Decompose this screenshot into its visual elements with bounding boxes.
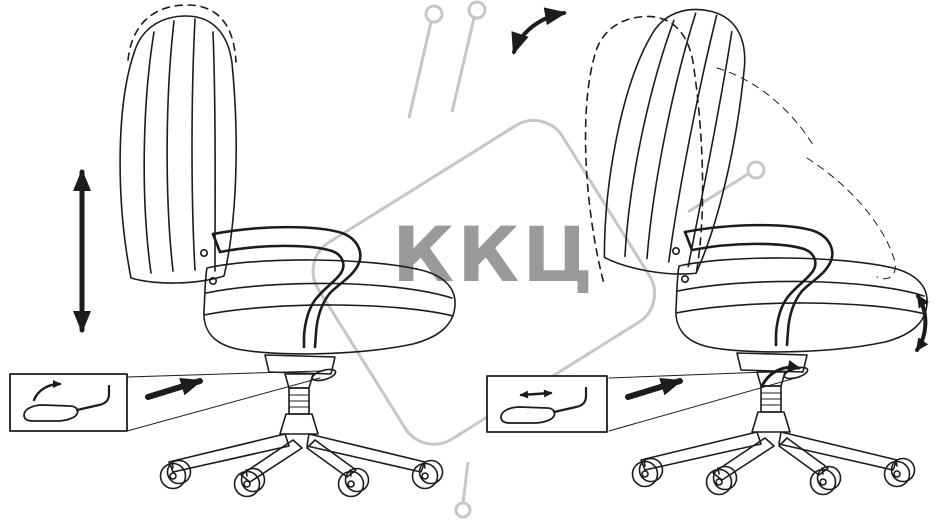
watermark-circle [746,160,766,180]
right-chair-body [633,225,928,494]
right-callout [608,370,793,432]
rock-tilt-arrow-icon [511,7,567,55]
left-callout [126,370,321,432]
right-chair-reclined-ghost [806,157,896,280]
left-callout-lines [126,370,321,432]
left-callout-arrow-icon [145,377,203,400]
left-inset-box [9,373,128,432]
left-chair-body [161,227,456,496]
right-chair-reclined-ghost-top [716,67,816,149]
lever-slide-arrow-icon [519,389,553,399]
watermark-circle [467,0,487,20]
watermark-circle [424,4,444,24]
watermark-circle [454,501,472,519]
watermark-text: ККЦ [392,210,596,299]
knob-rotate-arrow-icon [760,360,801,388]
lever-lift-arrow-icon [32,380,62,402]
right-callout-lines [608,370,793,432]
right-inset-box [486,375,608,433]
left-chair-backrest [119,15,237,284]
right-chair [577,0,928,494]
right-chair-backrest [591,0,759,284]
watermark: ККЦ [311,0,766,519]
backrest-tilt-arrow-icon [915,294,929,352]
watermark-frame-lines [407,0,766,519]
chairs-artwork [9,0,929,496]
right-callout-arrow-icon [625,377,683,400]
